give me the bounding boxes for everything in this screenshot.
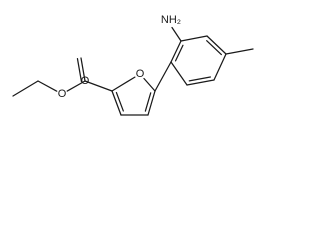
bond-a11-a10 xyxy=(143,77,156,92)
bond-a13-a15 xyxy=(171,26,182,42)
bond-a4-a5-second xyxy=(76,57,83,83)
bond-a12-a13 xyxy=(170,40,182,63)
bond-a14-a16-inner xyxy=(206,40,222,56)
bond-a17-a18-inner xyxy=(188,76,212,82)
bond-a17-a18 xyxy=(186,79,215,86)
bond-a3-a4 xyxy=(66,80,86,92)
bond-a16-a20 xyxy=(225,48,254,55)
bond-a18-a19 xyxy=(170,61,188,86)
atom-label-layer: O O O NH₂ xyxy=(58,14,181,100)
bond-a14-a16 xyxy=(206,35,227,55)
bond-a4-a7 xyxy=(84,80,113,92)
bond-a7-a8-inner xyxy=(115,91,124,112)
bond-a12-a13-inner xyxy=(174,44,184,62)
bond-a7-a8 xyxy=(111,90,122,116)
bond-a1-a2 xyxy=(12,80,39,97)
bond-a16-a17 xyxy=(213,53,227,81)
atom-label-o: O xyxy=(81,75,90,87)
bond-a2-a3 xyxy=(37,80,58,92)
molecule-structure: O O O NH₂ xyxy=(12,14,254,116)
atom-label-o: O xyxy=(136,68,145,80)
bond-layer xyxy=(12,26,254,116)
bond-a4-a5 xyxy=(80,57,86,82)
bond-a9-a11 xyxy=(147,90,156,116)
atom-label-n: NH₂ xyxy=(161,14,181,26)
bond-a11-a12 xyxy=(154,61,172,92)
atom-label-o: O xyxy=(58,88,67,100)
bond-a9-a11-inner xyxy=(144,92,152,112)
bond-a10-a7 xyxy=(111,76,136,92)
bond-a13-a14 xyxy=(180,35,208,42)
